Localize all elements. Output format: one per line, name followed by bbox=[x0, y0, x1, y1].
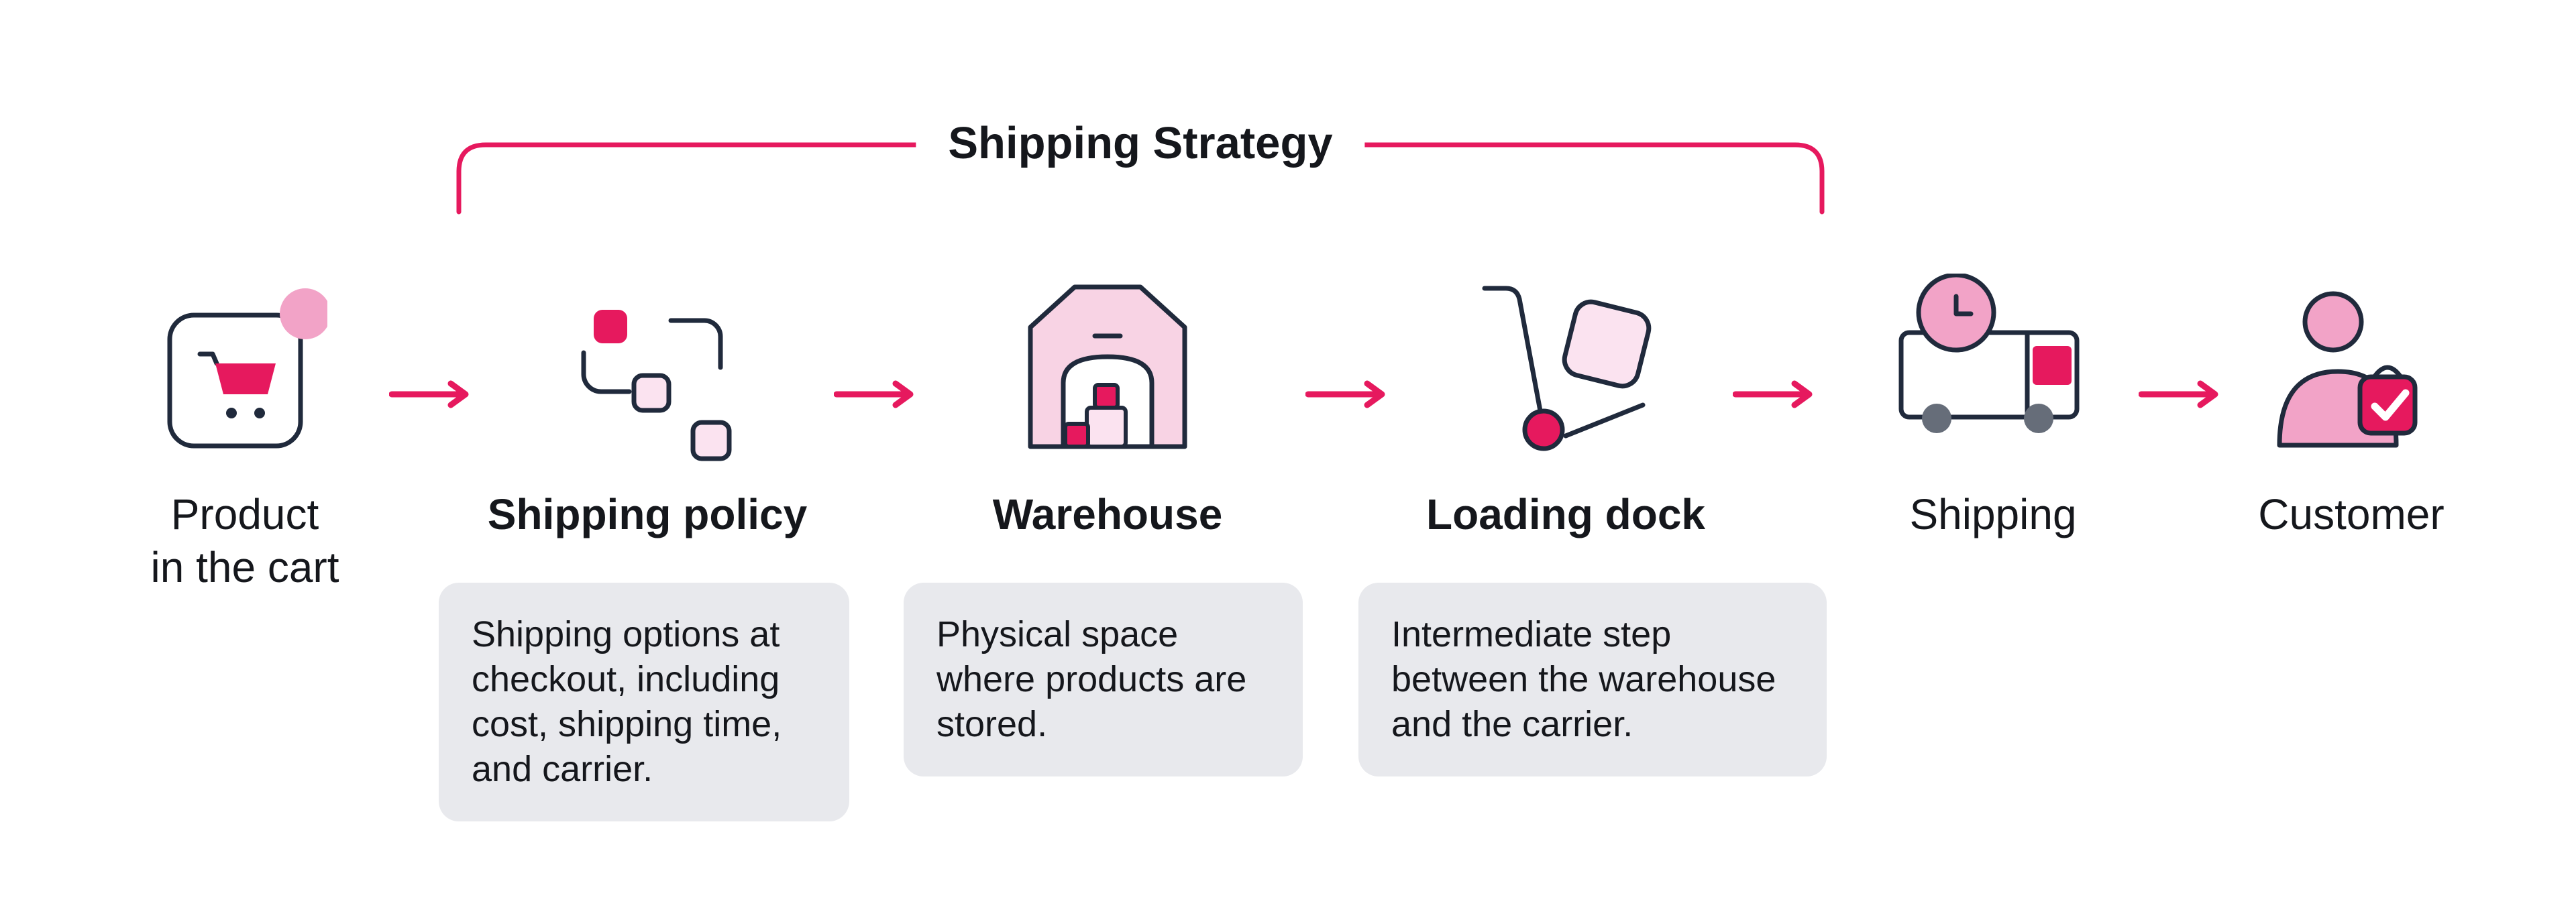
step-description-shipping-policy: Shipping options at checkout, including … bbox=[439, 583, 849, 821]
flow-arrow bbox=[1305, 380, 1385, 408]
flow-arrow bbox=[2139, 380, 2218, 408]
step-label-product-in-cart: Product in the cart bbox=[150, 490, 339, 591]
step-description-warehouse: Physical space where products are stored… bbox=[904, 583, 1303, 776]
cart-icon bbox=[163, 288, 327, 453]
flow-arrow bbox=[389, 380, 469, 408]
workflow-icon bbox=[557, 295, 738, 463]
flow-arrow bbox=[1733, 380, 1813, 408]
step-label-warehouse: Warehouse bbox=[992, 490, 1223, 538]
delivery-truck-icon bbox=[1896, 274, 2090, 438]
step-description-loading-dock: Intermediate step between the warehouse … bbox=[1358, 583, 1827, 776]
step-label-shipping-policy: Shipping policy bbox=[487, 490, 808, 538]
warehouse-icon bbox=[1017, 279, 1198, 453]
step-label-customer: Customer bbox=[2258, 490, 2445, 538]
step-label-loading-dock: Loading dock bbox=[1426, 490, 1705, 538]
step-label-shipping: Shipping bbox=[1909, 490, 2077, 538]
hand-truck-icon bbox=[1475, 276, 1656, 454]
customer-icon bbox=[2274, 290, 2428, 451]
flow-arrow bbox=[834, 380, 914, 408]
diagram-title: Shipping Strategy bbox=[916, 113, 1365, 174]
